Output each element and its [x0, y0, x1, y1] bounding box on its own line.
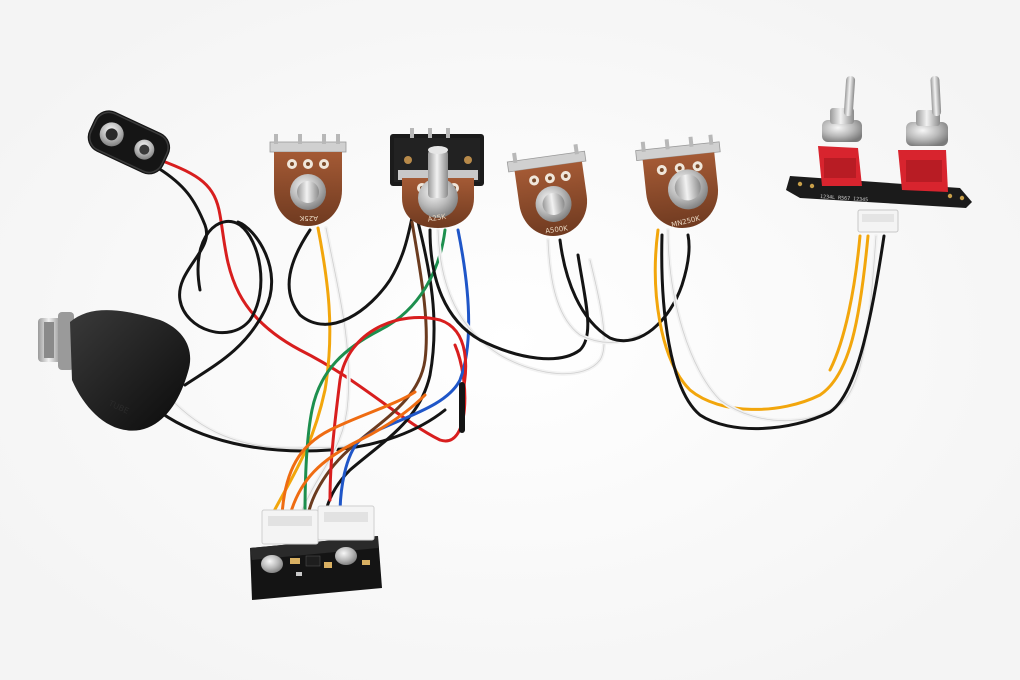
- preamp-capacitor-2: [335, 547, 357, 565]
- pot-2-label: A25K: [427, 213, 447, 224]
- battery-black-wire: [156, 166, 263, 335]
- pot-3: A500K: [506, 144, 588, 236]
- pot-2: A25K: [390, 128, 484, 228]
- pot-3-label: A500K: [545, 224, 569, 235]
- battery-red-wire: [158, 158, 467, 443]
- pot2-blue-wire: [338, 228, 471, 517]
- pot2-white-wire-outline: [437, 229, 605, 375]
- pot2-green-wire: [303, 228, 447, 517]
- center-orange-wire-2: [280, 390, 417, 517]
- preamp-module: [250, 505, 382, 600]
- toggle-switch-board: 1234L R567 12345: [786, 75, 972, 233]
- preamp-connector-left: [261, 509, 319, 545]
- jack-heatshrink-sleeve: [70, 310, 191, 431]
- pot1-yellow-wire: [270, 226, 332, 517]
- pot-1-label: A25K: [299, 214, 318, 222]
- preamp-capacitor-1: [261, 555, 283, 573]
- pot-2-shaft: [428, 150, 448, 198]
- jack-black-wire-2: [158, 408, 447, 453]
- center-red-wire: [328, 316, 468, 502]
- pot1-white-wire-outline: [299, 227, 350, 516]
- center-orange-wire: [288, 393, 427, 517]
- toggle-lever-2[interactable]: [930, 75, 942, 116]
- output-jack: TUBE: [38, 310, 191, 431]
- pot4-yellow-wire: [653, 228, 870, 411]
- pot3-black-wire: [558, 233, 691, 343]
- pot-1: A25K: [269, 134, 347, 226]
- preamp-connector-right: [317, 505, 375, 541]
- jack-black-wire: [183, 220, 273, 387]
- pot2-brown-wire: [306, 220, 428, 517]
- pot1-black-wire: [287, 216, 414, 326]
- battery-clip: [87, 110, 171, 175]
- pot-4: MN250K: [635, 134, 721, 229]
- switch-board-text: 1234L R567 12345: [820, 194, 868, 203]
- toggle-lever-1[interactable]: [843, 76, 856, 117]
- switch-yellow-wire: [828, 234, 862, 372]
- jack-white-wire-outline: [169, 397, 361, 449]
- pot4-black-wire: [660, 233, 886, 430]
- toggle-switch-2[interactable]: [898, 75, 948, 192]
- wires: [156, 158, 886, 517]
- pot2-black-wire: [323, 220, 436, 517]
- toggle-switch-1[interactable]: [818, 76, 862, 186]
